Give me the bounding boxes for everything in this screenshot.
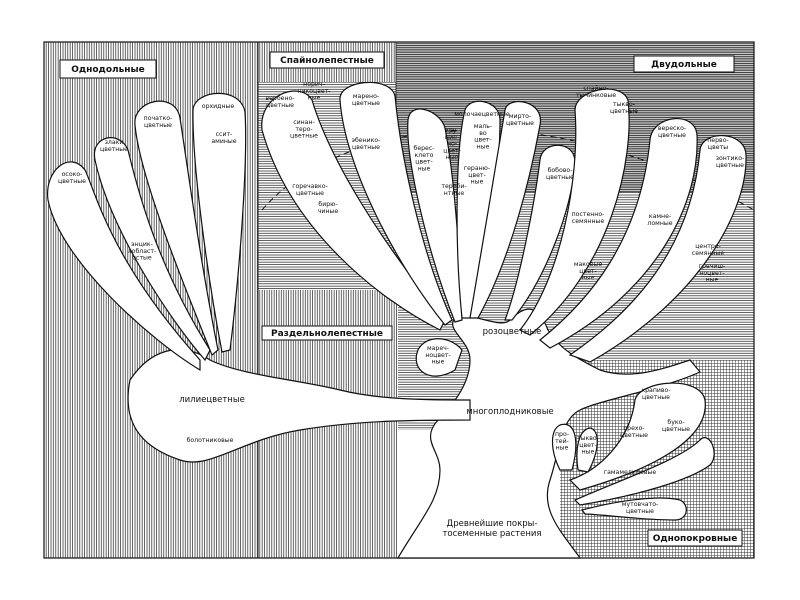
label-ancient: Древнейшие покры-тосеменные растения [442, 519, 541, 539]
label-buckwheat: гречиш-ноцвет-ные [699, 263, 726, 284]
label-legumes: бобово-цветные [546, 166, 574, 181]
label-pepper: про-тей-ные [555, 431, 569, 452]
sympetalae-label: Спайнолепестные [280, 56, 374, 66]
label-liliiflorae: лилиецветные [179, 395, 245, 405]
lower-left-region [258, 430, 398, 558]
dicot-right-lobes [519, 88, 747, 363]
label-scroph: норич-никоцвет-ные [297, 81, 330, 102]
label-sedges: осоко-цветные [58, 171, 86, 185]
label-verbena: вербено-цветные [265, 94, 294, 109]
label-casuarina: мутовчато-цветные [622, 501, 658, 515]
apetalae-lobes [551, 382, 715, 521]
fenugreek-lobe [415, 338, 463, 377]
label-fenugreek: мареч-ноцвет-ные [425, 345, 450, 366]
monocot-label-box [59, 59, 157, 79]
label-terebinth: тереби-нтные [441, 182, 466, 197]
label-ericales: вереско-цветные [658, 125, 686, 139]
tree-body [396, 308, 701, 559]
label-parietales: постенно-семянные [572, 211, 605, 225]
choripetalae-label: Раздельнолепестные [271, 329, 383, 339]
monocot-lobes [47, 92, 247, 372]
label-geranium: гераню-цвет-ные [464, 165, 490, 186]
label-rock: камне-ломные [647, 213, 672, 227]
liliiflorae-arm [127, 349, 471, 463]
label-orchids: орхидные [202, 103, 235, 110]
label-beech: буко-цветные [662, 418, 690, 433]
apetalae-label-box [647, 529, 743, 547]
label-hamamel: гамамелидовые [604, 469, 657, 476]
label-arums: початко-цветные [144, 115, 173, 129]
label-primulae: перво-цветы [707, 137, 728, 151]
label-centro: центро-семянные [692, 243, 725, 257]
choripetalae-label-box [261, 325, 393, 341]
label-ebony: эбенико-цветные [352, 136, 381, 151]
label-nut: орехо-цветные [620, 425, 648, 439]
label-campanul: спайно-тычинковые [576, 84, 616, 99]
dicot-label: Двудольные [651, 60, 717, 70]
sympetalae-label-box [269, 51, 385, 69]
label-cruciferae: кру-цие-но-цвет-ные [443, 127, 461, 161]
label-thymelae: тыкво-цвет-ные [577, 435, 599, 456]
label-synandrae: синан-теро-цветные [290, 119, 318, 140]
region-labels: Однодольные Спайнолепестные Двудольные Р… [59, 51, 743, 547]
label-polycarpic: многоплодниковые [466, 407, 553, 417]
monocot-label: Однодольные [71, 65, 145, 75]
label-scitamineae: ссит-аминые [211, 131, 236, 145]
label-gentian: горечавко-цветные [292, 183, 328, 197]
sympetalae-lobes [261, 81, 576, 331]
label-biruchin: бирю-чиные [318, 200, 339, 215]
label-nettles: крапиво-цветные [641, 387, 670, 401]
label-cucurbit: тыкво-цветные [610, 101, 638, 115]
label-umbelliferae: зонтико-цветные [716, 155, 745, 169]
dicot-label-box [633, 55, 735, 73]
label-euphorbia: молочаецветные [454, 111, 510, 118]
label-aroids-inner: энцик-лобласт-остые [128, 241, 157, 262]
label-myrtle: мирто-цветные [506, 113, 534, 127]
apetalae-label: Однопокровные [653, 534, 738, 544]
label-helobiae: болотниковые [187, 436, 234, 444]
label-rosales: розоцветные [483, 327, 542, 337]
label-marena: марено-цветные [352, 93, 380, 107]
